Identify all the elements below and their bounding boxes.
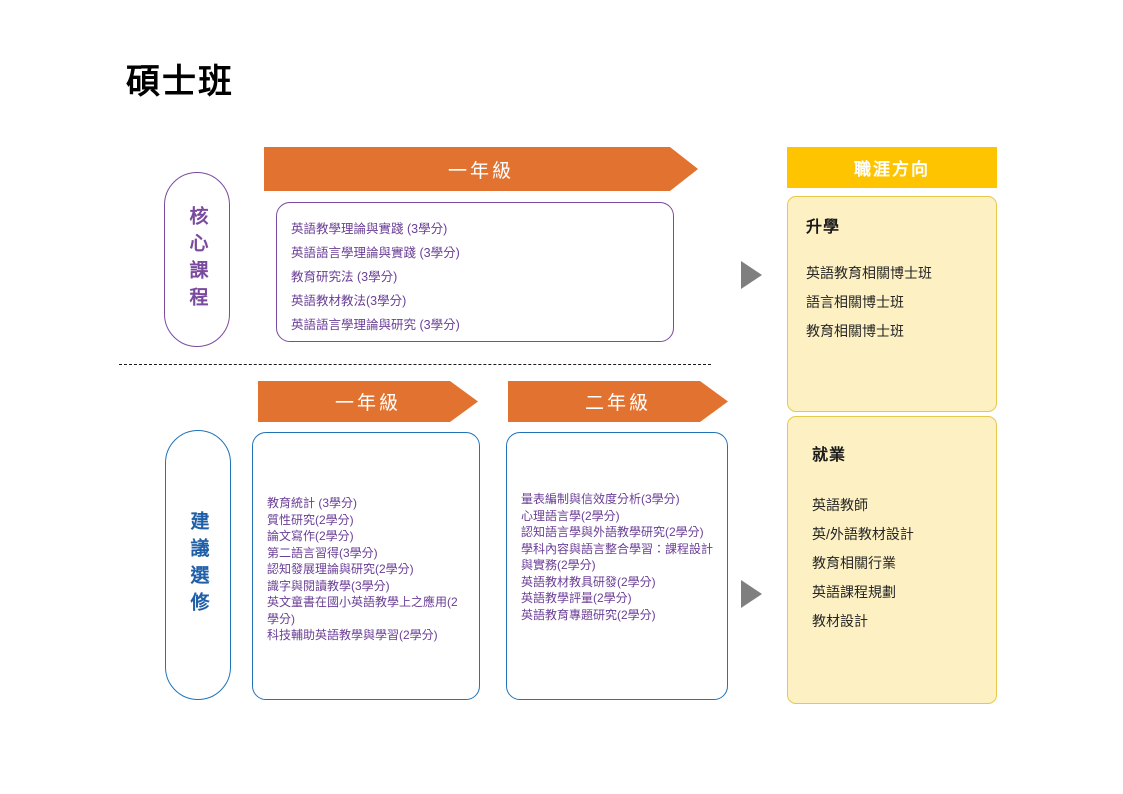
elective-course-capsule: 建議選修 [165, 430, 231, 700]
list-item: 論文寫作(2學分) [267, 529, 354, 543]
career-direction-header-label: 職涯方向 [854, 160, 930, 179]
core-course-capsule-label: 核心課程 [186, 205, 208, 314]
list-item: 教育相關博士班 [806, 323, 904, 339]
elective-course-capsule-label: 建議選修 [187, 511, 209, 619]
list-item: 識字與閱讀教學(3學分) [267, 578, 390, 593]
list-item: 英語語言學理論與實踐 (3學分) [291, 246, 460, 260]
elective-year1-banner: 一年級 [258, 381, 478, 422]
list-item: 英語課程規劃 [812, 584, 896, 600]
page-title: 碩士班 [126, 63, 234, 101]
career-employment-heading: 就業 [812, 447, 847, 464]
list-item: 教育相關行業 [812, 555, 896, 571]
list-item: 英語教學理論與實踐 (3學分) [291, 222, 448, 236]
list-item: 量表編制與信效度分析(3學分) [521, 492, 680, 506]
triangle-right-icon [741, 580, 762, 608]
core-year1-banner-label: 一年級 [447, 160, 514, 182]
list-item: 教材設計 [812, 613, 868, 629]
section-divider [119, 364, 711, 365]
list-item: 英語教育相關博士班 [806, 265, 932, 281]
core-course-box: 英語教學理論與實踐 (3學分) 英語語言學理論與實踐 (3學分) 教育研究法 (… [276, 202, 674, 342]
list-item: 科技輔助英語教學與學習(2學分) [267, 628, 438, 642]
list-item: 學科內容與語言整合學習：課程設計與實務(2學分) [521, 541, 714, 573]
list-item: 英語教材教具研發(2學分) [521, 574, 656, 589]
list-item: 教育研究法 (3學分) [291, 270, 398, 284]
list-item: 英語教師 [812, 497, 868, 513]
elective-year1-box: 教育統計 (3學分) 質性研究(2學分) 論文寫作(2學分) 第二語言習得(3學… [252, 432, 480, 700]
list-item: 英文童書在國小英語教學上之應用(2學分) [267, 595, 458, 626]
list-item: 教育統計 (3學分) [267, 496, 358, 510]
list-item: 心理語言學(2學分) [521, 508, 620, 523]
triangle-right-icon [741, 261, 762, 289]
career-further-study-list: 英語教育相關博士班 語言相關博士班 教育相關博士班 [806, 259, 996, 346]
elective-year2-banner: 二年級 [508, 381, 728, 422]
list-item: 英語教育專題研究(2學分) [521, 607, 656, 622]
career-employment-panel: 就業 英語教師 英/外語教材設計 教育相關行業 英語課程規劃 教材設計 [787, 416, 997, 704]
elective-year1-list: 教育統計 (3學分) 質性研究(2學分) 論文寫作(2學分) 第二語言習得(3學… [267, 495, 467, 644]
list-item: 英/外語教材設計 [812, 526, 914, 542]
elective-year1-banner-label: 一年級 [334, 393, 401, 414]
core-course-capsule: 核心課程 [164, 172, 230, 347]
list-item: 英語語言學理論與研究 (3學分) [291, 318, 460, 332]
career-direction-header: 職涯方向 [787, 147, 997, 188]
career-further-study-heading: 升學 [806, 219, 841, 236]
list-item: 認知發展理論與研究(2學分) [267, 562, 414, 576]
career-employment-list: 英語教師 英/外語教材設計 教育相關行業 英語課程規劃 教材設計 [812, 491, 996, 636]
list-item: 認知語言學與外語教學研究(2學分) [521, 525, 704, 539]
elective-year2-banner-label: 二年級 [584, 393, 651, 414]
list-item: 語言相關博士班 [806, 294, 904, 310]
core-course-list: 英語教學理論與實踐 (3學分) 英語語言學理論與實踐 (3學分) 教育研究法 (… [291, 217, 673, 337]
elective-year2-box: 量表編制與信效度分析(3學分) 心理語言學(2學分) 認知語言學與外語教學研究(… [506, 432, 728, 700]
list-item: 第二語言習得(3學分) [267, 545, 378, 560]
core-year1-banner: 一年級 [264, 147, 698, 191]
elective-year2-list: 量表編制與信效度分析(3學分) 心理語言學(2學分) 認知語言學與外語教學研究(… [521, 491, 717, 623]
career-further-study-panel: 升學 英語教育相關博士班 語言相關博士班 教育相關博士班 [787, 196, 997, 412]
list-item: 英語教學評量(2學分) [521, 591, 632, 605]
list-item: 質性研究(2學分) [267, 512, 354, 527]
list-item: 英語教材教法(3學分) [291, 294, 407, 308]
